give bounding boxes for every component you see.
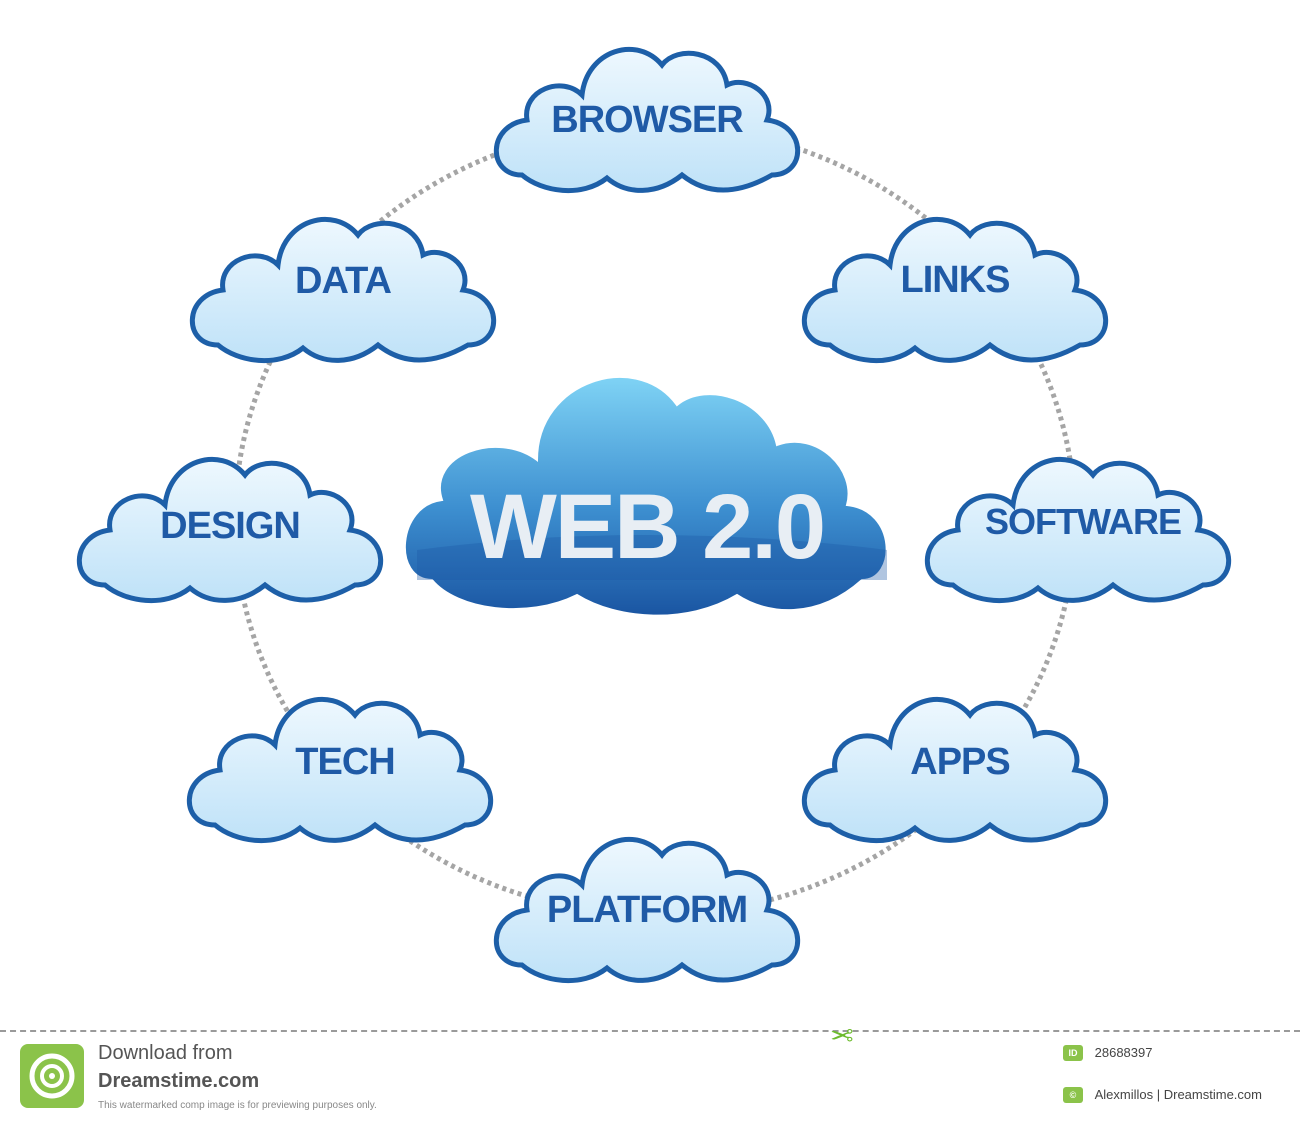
id-badge: ID <box>1063 1044 1083 1061</box>
cloud-browser: BROWSER <box>496 49 797 190</box>
image-id: 28688397 <box>1094 1045 1153 1061</box>
web-2-0-cloud-diagram: WEB 2.0 BROWSER LINKS SOFTWARE APPS PLAT… <box>0 0 1300 1030</box>
cloud-label-tech: TECH <box>295 741 394 783</box>
cloud-data: DATA <box>192 219 493 360</box>
cloud-software: SOFTWARE <box>927 459 1228 600</box>
disclaimer-text: This watermarked comp image is for previ… <box>98 1100 377 1111</box>
dreamstime-link[interactable]: Dreamstime.com <box>98 1070 260 1092</box>
cloud-label-design: DESIGN <box>160 505 300 547</box>
dreamstime-logo-icon <box>20 1044 84 1108</box>
cloud-label-software: SOFTWARE <box>985 501 1181 542</box>
cloud-label-data: DATA <box>295 260 391 302</box>
watermark-footer: ✂ Download from Dreamstime.com This wate… <box>0 1018 1300 1121</box>
image-id-row: ID 28688397 <box>1063 1044 1152 1061</box>
cloud-apps: APPS <box>804 699 1105 840</box>
cut-line <box>0 1030 1300 1032</box>
center-label: WEB 2.0 <box>470 476 824 578</box>
cloud-platform: PLATFORM <box>496 839 797 980</box>
cloud-label-apps: APPS <box>910 741 1009 783</box>
cloud-label-links: LINKS <box>901 259 1010 301</box>
cloud-links: LINKS <box>804 219 1105 360</box>
download-from-text: Download from <box>98 1042 233 1064</box>
cloud-label-browser: BROWSER <box>551 99 743 141</box>
scissors-icon: ✂ <box>830 1018 854 1051</box>
copyright-icon: © <box>1063 1086 1083 1103</box>
credit-row: © Alexmillos | Dreamstime.com <box>1063 1086 1262 1103</box>
credit-text: Alexmillos | Dreamstime.com <box>1094 1087 1262 1103</box>
cloud-tech: TECH <box>189 699 490 840</box>
center-cloud: WEB 2.0 <box>403 376 888 617</box>
cloud-design: DESIGN <box>79 459 380 600</box>
cloud-label-platform: PLATFORM <box>547 889 747 931</box>
